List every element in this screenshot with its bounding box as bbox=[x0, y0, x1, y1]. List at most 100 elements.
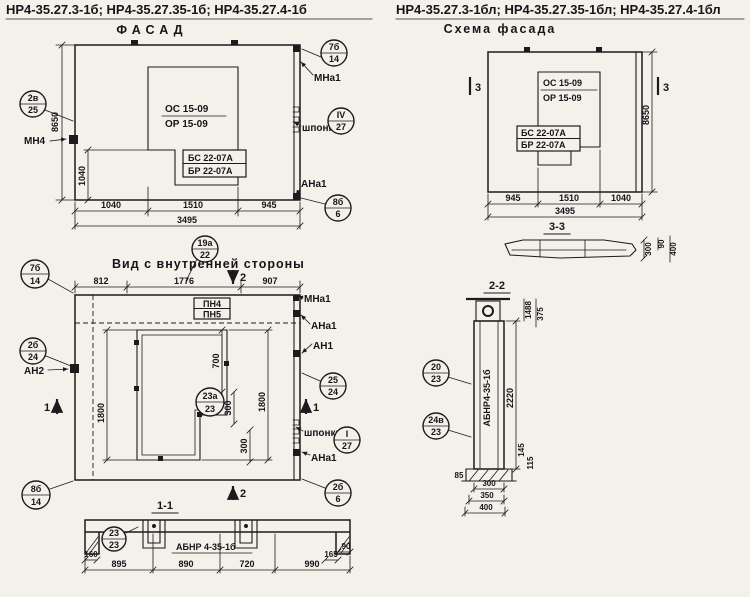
section-flag-2-top: 2 bbox=[226, 270, 246, 284]
dim-label: 165 bbox=[324, 550, 338, 559]
section-flag-1-right: 1 bbox=[299, 399, 319, 414]
section-flag-label: 2 bbox=[240, 488, 246, 500]
ana1-top-label: АНа1 bbox=[311, 321, 337, 332]
section-flag-label: 1 bbox=[44, 402, 50, 414]
dim-label: 3495 bbox=[177, 215, 197, 225]
opening-mark-or: ОР 15-09 bbox=[165, 119, 208, 130]
callout-number: I bbox=[346, 429, 349, 439]
section-flag-label: 3 bbox=[475, 82, 481, 94]
block-mark-br: БР 22-07А bbox=[521, 140, 566, 150]
callout-sheet: 27 bbox=[342, 441, 352, 451]
dim-label: 945 bbox=[261, 200, 276, 210]
block-mark-bs: БС 22-07А bbox=[521, 128, 566, 138]
section-2-2-dimensions: 2220 1488 375 85 145 115 300 350 400 bbox=[455, 298, 545, 517]
edge-anchor-mark bbox=[293, 449, 300, 456]
pn-marks-box: ПН4 ПН5 bbox=[193, 297, 231, 320]
callout-19a-22: 19а 22 bbox=[185, 235, 219, 282]
callout-20-23: 20 23 bbox=[422, 359, 472, 387]
sheet-header: НР4-35.27.3-1б; НР4-35.27.35-1б; НР4-35.… bbox=[5, 2, 745, 36]
section-flag-3-left: 3 bbox=[468, 77, 481, 95]
block-mark-br: БР 22-07А bbox=[188, 166, 233, 176]
callout-sheet: 27 bbox=[336, 122, 346, 132]
callout-number: 25 bbox=[328, 375, 338, 385]
an2-anchor-mark bbox=[70, 364, 79, 373]
section-title: 3-3 bbox=[549, 221, 565, 233]
lifting-loop-marks bbox=[524, 47, 602, 52]
corner-anchor-mark bbox=[293, 193, 300, 200]
dim-label: 90 bbox=[342, 542, 351, 551]
dim-label: 907 bbox=[262, 276, 277, 286]
corner-anchor-mark bbox=[293, 45, 300, 52]
panel-mark-label: АБНР4-35-1б bbox=[482, 369, 492, 426]
facade-title: ФАСАД bbox=[116, 23, 187, 37]
callout-number: 23а bbox=[202, 391, 218, 401]
callout-number: 7б bbox=[329, 42, 340, 52]
callout-23a-23: 23а 23 bbox=[195, 387, 225, 417]
dim-label: 1040 bbox=[611, 193, 631, 203]
section-title: 1-1 bbox=[157, 500, 173, 512]
section-flag-2-bottom: 2 bbox=[226, 486, 246, 500]
section-flag-1-left: 1 bbox=[44, 399, 64, 414]
dim-label: 85 bbox=[455, 471, 464, 480]
scheme-dimensions: 945 1510 1040 3495 8650 bbox=[484, 48, 658, 221]
callout-7b-14: 7б 14 bbox=[301, 39, 348, 67]
panel-mark-label: АБНР 4-35-1б bbox=[176, 542, 236, 552]
edge-anchor-mark bbox=[293, 310, 300, 317]
section-profile bbox=[84, 519, 351, 555]
callout-sheet: 14 bbox=[30, 276, 40, 286]
callout-shponki-facade: IV 27 bbox=[327, 107, 355, 135]
callout-sheet: 23 bbox=[431, 427, 441, 437]
callout-number: 24в bbox=[428, 415, 444, 425]
dim-label: 300 bbox=[482, 479, 496, 488]
an2-label: АН2 bbox=[24, 366, 44, 377]
dim-label: 300 bbox=[239, 438, 249, 453]
dim-label: 145 bbox=[517, 443, 526, 457]
callout-8b-14: 8б 14 bbox=[21, 480, 74, 510]
callout-sheet: 14 bbox=[31, 497, 41, 507]
callout-24v-23: 24в 23 bbox=[422, 412, 472, 440]
inner-view-title: Вид с внутренней стороны bbox=[112, 257, 305, 271]
opening-embed-marks bbox=[134, 340, 229, 461]
dim-label: 160 bbox=[84, 550, 98, 559]
section-flag-label: 3 bbox=[663, 82, 669, 94]
section-1-1-dimensions: 895 890 720 990 160 165 90 bbox=[81, 533, 354, 574]
callout-8b-6: 8б 6 bbox=[300, 194, 352, 222]
callout-2b-24: 2б 24 bbox=[19, 337, 72, 367]
dim-label: 895 bbox=[111, 559, 126, 569]
edge-anchor-mark bbox=[293, 350, 300, 357]
mn4-label: МН4 bbox=[24, 136, 46, 147]
mna1-label: МНа1 bbox=[304, 294, 331, 305]
dim-label: 400 bbox=[479, 503, 493, 512]
callout-sheet: 23 bbox=[431, 374, 441, 384]
callout-sheet: 24 bbox=[328, 387, 338, 397]
callout-number: 19а bbox=[197, 238, 213, 248]
dim-label: 1510 bbox=[183, 200, 203, 210]
pn5-label: ПН5 bbox=[203, 310, 221, 320]
callout-7b-14-inner: 7б 14 bbox=[20, 259, 74, 294]
dim-label: 1040 bbox=[101, 200, 121, 210]
facade-view: ФАСАД ОС 15-09 ОР 15-09 БС 22-07А БР 22-… bbox=[19, 23, 355, 230]
callout-number: 20 bbox=[431, 362, 441, 372]
callout-number: 2б bbox=[333, 482, 344, 492]
callout-23-23: 23 23 bbox=[101, 526, 139, 552]
dim-label: 890 bbox=[178, 559, 193, 569]
callout-sheet: 23 bbox=[205, 404, 215, 414]
section-2-2: 2-2 АБНР4-35-1б 20 23 24в 23 2220 1488 3… bbox=[422, 280, 545, 517]
dim-label: 990 bbox=[304, 559, 319, 569]
callout-number: 2б bbox=[28, 340, 39, 350]
section-3-3: 3-3 300 90 400 bbox=[504, 221, 678, 263]
callout-sheet: 14 bbox=[329, 54, 339, 64]
ana1-bottom-label: АНа1 bbox=[311, 453, 337, 464]
dim-label: 1510 bbox=[559, 193, 579, 203]
an1-label: АН1 bbox=[313, 341, 333, 352]
callout-sheet: 24 bbox=[28, 352, 38, 362]
section-flag-label: 1 bbox=[313, 402, 319, 414]
dim-label: 1800 bbox=[257, 392, 267, 412]
callout-number: 2в bbox=[28, 93, 39, 103]
dim-label: 375 bbox=[536, 307, 545, 321]
dim-label: 400 bbox=[669, 242, 678, 256]
callout-25-24: 25 24 bbox=[301, 372, 347, 400]
callout-sheet: 6 bbox=[335, 209, 340, 219]
shponki-label: шпонки bbox=[304, 428, 342, 439]
